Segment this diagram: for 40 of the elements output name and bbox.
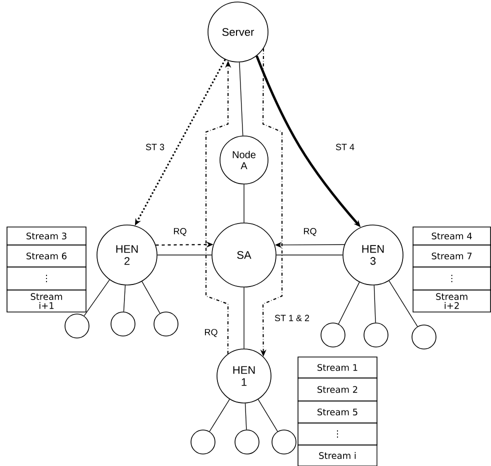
leaf-circle bbox=[320, 322, 346, 348]
table-cell: ⋮ bbox=[6, 266, 86, 290]
leaf-circle bbox=[272, 430, 296, 454]
leaf-circle bbox=[154, 312, 178, 336]
connector-line bbox=[374, 285, 376, 323]
table-cell: Stream 2 bbox=[298, 378, 378, 402]
table-cell: Stream i bbox=[298, 444, 378, 466]
table-cell: Stream i+1 bbox=[6, 290, 86, 312]
leaf-circle bbox=[190, 430, 216, 454]
connector-line bbox=[142, 281, 160, 314]
leaf-circle bbox=[364, 322, 388, 348]
edge-label: RQ bbox=[302, 227, 318, 237]
edge-label: ST 4 bbox=[334, 142, 356, 152]
table-cell: Stream 5 bbox=[298, 400, 378, 424]
table-cell: Stream 4 bbox=[412, 226, 491, 246]
connector-line bbox=[276, 254, 343, 256]
connector-line bbox=[84, 280, 110, 316]
connector-line bbox=[123, 284, 126, 312]
table-cell: Stream 1 bbox=[298, 356, 378, 378]
table-cell: ⋮ bbox=[412, 266, 491, 290]
connector-line bbox=[258, 399, 278, 432]
table-cell: Stream i+2 bbox=[412, 290, 491, 312]
edge-label: RQ bbox=[172, 227, 188, 237]
leaf-circle bbox=[110, 312, 136, 336]
connector-line bbox=[209, 398, 230, 432]
edge-label: RQ bbox=[203, 328, 219, 338]
leaf-circle bbox=[412, 324, 436, 350]
edge-label: ST 1 & 2 bbox=[274, 314, 310, 322]
leaf-circle bbox=[234, 430, 260, 454]
table-cell: Stream 7 bbox=[412, 244, 491, 268]
leaf-circle bbox=[64, 314, 90, 338]
connector-line bbox=[239, 62, 244, 136]
table-cell: ⋮ bbox=[298, 422, 378, 446]
connector-line bbox=[388, 280, 418, 327]
table-cell: Stream 3 bbox=[6, 226, 86, 246]
table-cell: Stream 6 bbox=[6, 244, 86, 268]
connector-line bbox=[338, 282, 360, 324]
connector-line bbox=[244, 403, 247, 430]
connector-line bbox=[157, 254, 212, 256]
edge-label: ST 3 bbox=[144, 142, 166, 152]
